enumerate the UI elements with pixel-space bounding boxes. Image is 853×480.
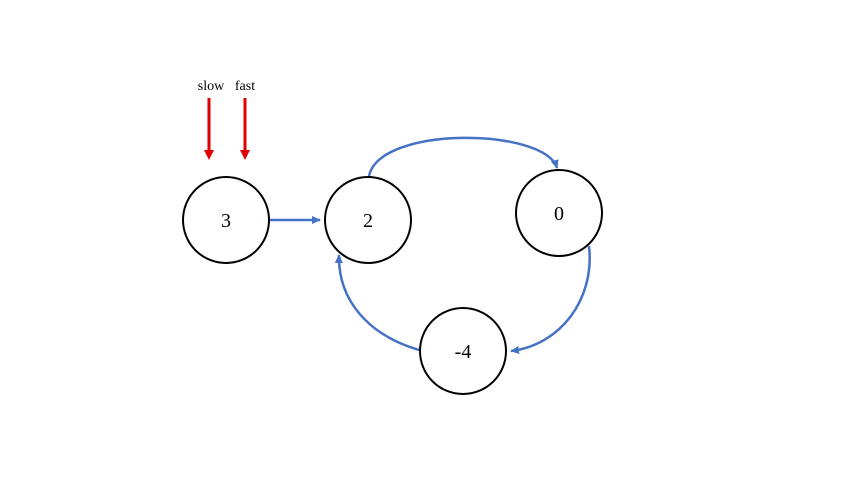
node-2-value: 2 (363, 210, 373, 232)
node-0-value: 0 (554, 203, 564, 225)
node-3-value: 3 (221, 210, 231, 232)
node-0: 0 (515, 169, 603, 257)
node-3-circle (182, 176, 270, 264)
node-2-circle (324, 176, 412, 264)
node-neg4-value: -4 (455, 341, 472, 363)
node-2: 2 (324, 176, 412, 264)
node-0-circle (515, 169, 603, 257)
slow-pointer-label: slow (198, 79, 225, 94)
fast-pointer-arrowhead (240, 150, 250, 160)
edge-2-to-0 (367, 136, 559, 177)
node-neg4-circle (419, 307, 507, 395)
edge-neg4-to-2 (334, 254, 420, 352)
fast-pointer-label: fast (235, 79, 255, 94)
edge-0-to-neg4 (510, 245, 591, 354)
node-3: 3 (182, 176, 270, 264)
slow-pointer-arrowhead (204, 150, 214, 160)
node-neg4: -4 (419, 307, 507, 395)
